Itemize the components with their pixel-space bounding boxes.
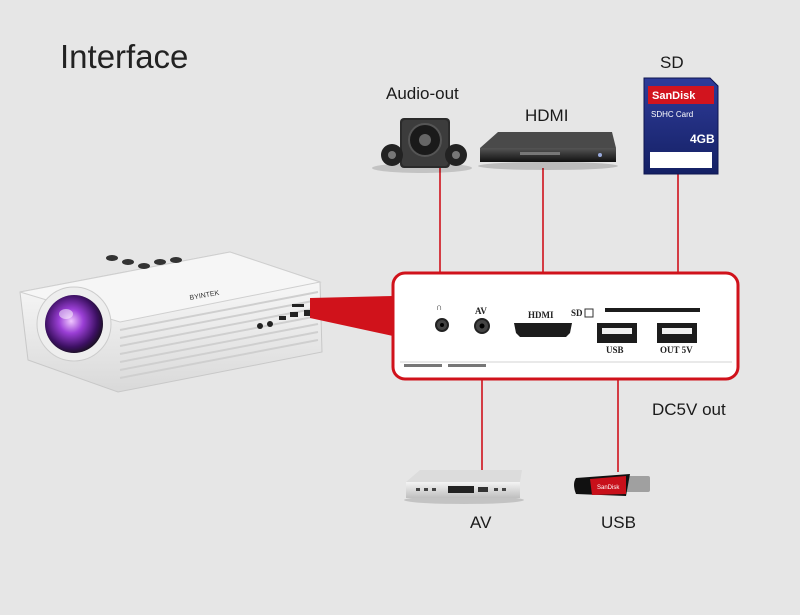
panel-label-sd: SD xyxy=(571,308,583,318)
label-dc5v-out: DC5V out xyxy=(652,400,726,419)
out-5v-port: OUT 5V xyxy=(657,323,697,355)
usb-flash-drive-icon: SanDisk xyxy=(574,474,650,496)
svg-text:∩: ∩ xyxy=(436,302,442,312)
label-sd: SD xyxy=(660,53,684,72)
label-hdmi: HDMI xyxy=(525,106,569,125)
label-audio-out: Audio-out xyxy=(386,84,459,103)
panel-label-hdmi: HDMI xyxy=(528,310,554,320)
audio-out-port: ∩ xyxy=(435,302,449,332)
av-set-top-box-icon xyxy=(404,470,524,504)
hdmi-player-icon xyxy=(478,132,618,170)
lens-icon xyxy=(45,295,103,353)
hdmi-port: HDMI xyxy=(514,310,572,337)
sd-card-brand: SanDisk xyxy=(652,90,696,102)
sd-slot: SD xyxy=(571,308,700,318)
label-av: AV xyxy=(470,513,492,532)
panel-label-usb: USB xyxy=(606,345,624,355)
projector-side-ports xyxy=(257,304,310,329)
sd-card-capacity: 4GB xyxy=(690,132,715,146)
projector-image: BYINTEK xyxy=(19,251,323,393)
sd-card-icon: SanDisk SDHC Card 4GB xyxy=(643,77,719,175)
interface-panel: ∩ AV HDMI SD USB xyxy=(391,271,740,381)
sd-card-type: SDHC Card xyxy=(651,110,693,119)
flash-drive-brand: SanDisk xyxy=(597,485,620,491)
panel-label-out5v: OUT 5V xyxy=(660,345,693,355)
page-title: Interface xyxy=(60,38,189,75)
panel-label-av: AV xyxy=(475,306,487,316)
top-buttons xyxy=(106,255,182,269)
speaker-icon xyxy=(372,118,472,173)
av-port: AV xyxy=(474,306,490,334)
zoom-wedge xyxy=(310,296,393,336)
usb-port: USB xyxy=(597,323,637,355)
label-usb: USB xyxy=(601,513,636,532)
